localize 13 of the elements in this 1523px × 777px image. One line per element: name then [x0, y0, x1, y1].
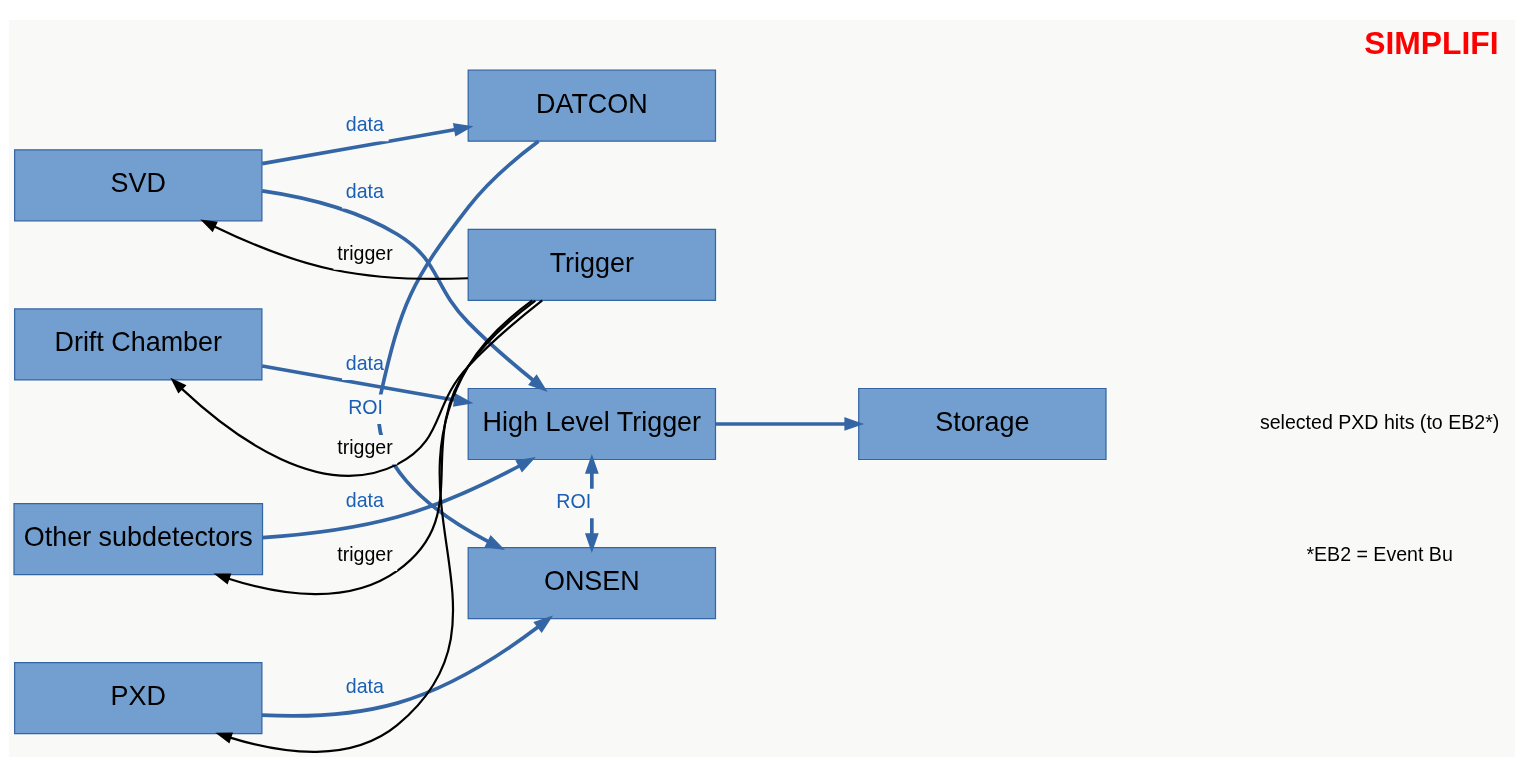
label: *EB2 = Event Bu [1305, 542, 1453, 565]
edge-label: data [345, 351, 384, 374]
edge-label: data [345, 180, 384, 203]
edge-label: data [345, 675, 384, 698]
diagram-title: SIMPLIFI [1363, 25, 1499, 62]
edge-label: data [345, 113, 384, 136]
edge-label: trigger [336, 542, 393, 565]
edge-label: ROI [555, 490, 591, 513]
edge-label: data [345, 488, 384, 511]
edge-label: ROI [347, 395, 383, 418]
edge-label: trigger [336, 241, 393, 264]
edge-label: trigger [336, 436, 393, 459]
label: selected PXD hits (to EB2*) [1259, 410, 1499, 433]
